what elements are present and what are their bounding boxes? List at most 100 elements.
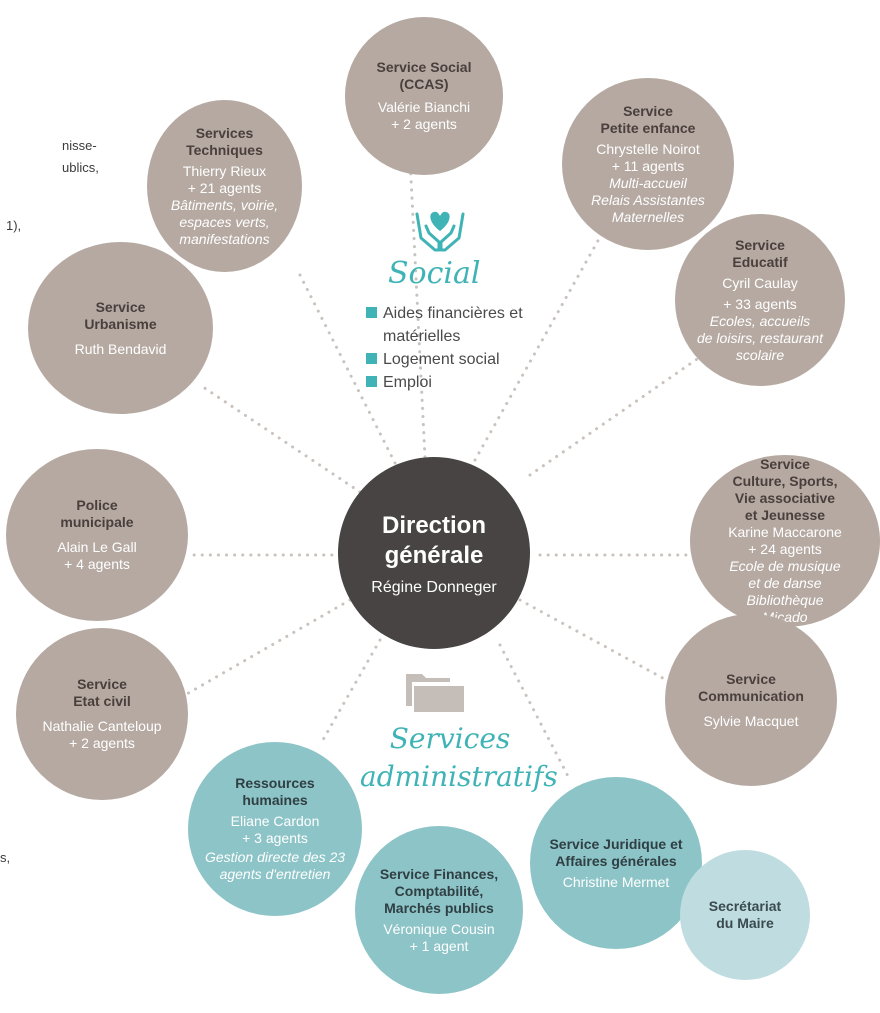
node-service-etat-civil: Service Etat civil Nathalie Canteloup + …: [16, 628, 188, 800]
node-description: agents d'entretien: [219, 866, 331, 882]
social-item-label: Logement social: [383, 351, 500, 368]
node-person: Sylvie Macquet: [703, 712, 799, 729]
node-agents: + 3 agents: [242, 830, 308, 846]
node-title: Service Social: [376, 59, 472, 75]
node-title: Service: [760, 456, 810, 472]
node-person: Nathalie Canteloup: [42, 718, 162, 734]
node-title: Petite enfance: [600, 119, 696, 136]
node-ressources-humaines: Ressources humaines Eliane Cardon + 3 ag…: [188, 742, 362, 916]
node-secretariat-du-maire: Secrétariat du Maire: [680, 850, 810, 980]
node-description: Maternelles: [611, 208, 685, 225]
node-person: Ruth Bendavid: [74, 340, 167, 357]
node-agents: + 24 agents: [748, 541, 822, 557]
node-title: Etat civil: [73, 693, 131, 709]
node-title: Service: [623, 102, 673, 119]
edge-text-fragment: s,: [0, 850, 11, 865]
node-person: Valérie Bianchi: [377, 99, 471, 115]
node-description: Gestion directe des 23: [204, 849, 346, 865]
node-description: espaces verts,: [179, 213, 270, 230]
node-petite-enfance: Service Petite enfance Chrystelle Noirot…: [562, 78, 734, 250]
node-title: Communication: [698, 687, 804, 704]
node-title: Service Finances,: [379, 865, 499, 882]
node-agents: + 2 agents: [69, 735, 135, 751]
node-agents: + 4 agents: [64, 556, 130, 572]
center-title: Direction: [381, 511, 486, 539]
node-person: Cyril Caulay: [722, 274, 798, 291]
bullet-square-icon: [366, 376, 377, 387]
node-person: Christine Mermet: [562, 873, 670, 890]
node-title: Marchés publics: [384, 899, 494, 916]
node-service-urbanisme: Service Urbanisme Ruth Bendavid: [28, 242, 213, 414]
node-title: Vie associative: [734, 490, 836, 506]
node-person: Thierry Rieux: [182, 162, 267, 179]
center-person: Régine Donneger: [371, 578, 497, 596]
node-title: Services: [195, 124, 254, 141]
bullet-square-icon: [366, 307, 377, 318]
folder-icon: [406, 674, 464, 712]
node-title: municipale: [60, 514, 134, 530]
center-title: générale: [384, 541, 484, 569]
node-person: Karine Maccarone: [728, 524, 842, 540]
node-title: Service: [726, 670, 776, 687]
node-direction-generale: Direction générale Régine Donneger: [338, 457, 530, 649]
node-service-social: Service Social (CCAS) Valérie Bianchi + …: [345, 17, 503, 175]
node-description: Ecole de musique: [729, 558, 841, 574]
node-description: Bibliothèque: [746, 592, 824, 608]
node-person: Chrystelle Noirot: [596, 140, 700, 157]
node-service-educatif: Service Educatif Cyril Caulay + 33 agent…: [675, 214, 845, 386]
node-agents: + 2 agents: [391, 116, 457, 132]
node-title: Culture, Sports,: [732, 473, 838, 489]
hands-heart-icon: [415, 211, 465, 252]
node-description: Ecoles, accueils: [709, 312, 811, 329]
node-description: Bâtiments, voirie,: [170, 196, 279, 213]
node-title: (CCAS): [399, 76, 449, 92]
social-item-label: Emploi: [383, 374, 432, 391]
admin-section-title: Services administratifs: [360, 720, 558, 796]
edge-text-fragment: nisse-: [62, 138, 97, 153]
social-item-label: Aides financières et matérielles: [383, 305, 523, 345]
node-service-communication: Service Communication Sylvie Macquet: [665, 614, 837, 786]
social-list-item: Emploi: [366, 371, 543, 394]
social-list: Aides financières et matérielles Logemen…: [366, 302, 543, 394]
node-title: Police: [76, 497, 118, 513]
node-description: scolaire: [735, 346, 785, 363]
node-agents: + 11 agents: [611, 157, 685, 174]
node-person: Eliane Cardon: [230, 813, 320, 829]
node-service-juridique: Service Juridique et Affaires générales …: [530, 777, 702, 949]
social-list-item: Logement social: [366, 348, 543, 371]
node-police-municipale: Police municipale Alain Le Gall + 4 agen…: [6, 449, 188, 621]
node-description: manifestations: [179, 230, 270, 247]
node-description: de loisirs, restaurant: [696, 329, 824, 346]
node-title: Service: [95, 298, 146, 315]
node-service-finances: Service Finances, Comptabilité, Marchés …: [355, 826, 523, 994]
node-title: Affaires générales: [555, 852, 677, 869]
node-services-techniques: Services Techniques Thierry Rieux + 21 a…: [147, 100, 302, 272]
node-title: Ressources: [235, 775, 315, 791]
node-title: Service: [735, 236, 785, 253]
node-agents: + 33 agents: [723, 295, 797, 312]
node-title: Service: [77, 676, 127, 692]
node-title: Service Juridique et: [549, 835, 683, 852]
node-title: Techniques: [186, 141, 263, 158]
node-title: Secrétariat: [708, 898, 782, 914]
bullet-square-icon: [366, 353, 377, 364]
node-title: du Maire: [716, 915, 774, 931]
node-description: et de danse: [748, 575, 822, 591]
node-person: Véronique Cousin: [383, 920, 495, 937]
node-description: Multi-accueil: [609, 174, 687, 191]
edge-text-fragment: 1),: [6, 218, 22, 233]
node-title: Comptabilité,: [394, 882, 484, 899]
node-person: Alain Le Gall: [57, 539, 137, 555]
node-title: humaines: [242, 792, 308, 808]
admin-section-title-line: Services: [389, 722, 511, 755]
node-agents: + 1 agent: [409, 937, 469, 954]
social-section-title: Social: [388, 256, 481, 291]
node-title: Urbanisme: [84, 315, 157, 332]
social-list-item: Aides financières et matérielles: [366, 302, 543, 348]
node-service-culture: Service Culture, Sports, Vie associative…: [690, 455, 880, 627]
edge-text-fragment: ublics,: [62, 160, 99, 175]
node-description: Relais Assistantes: [591, 191, 705, 208]
node-title: Educatif: [732, 253, 788, 270]
admin-section-title-line: administratifs: [360, 760, 558, 793]
